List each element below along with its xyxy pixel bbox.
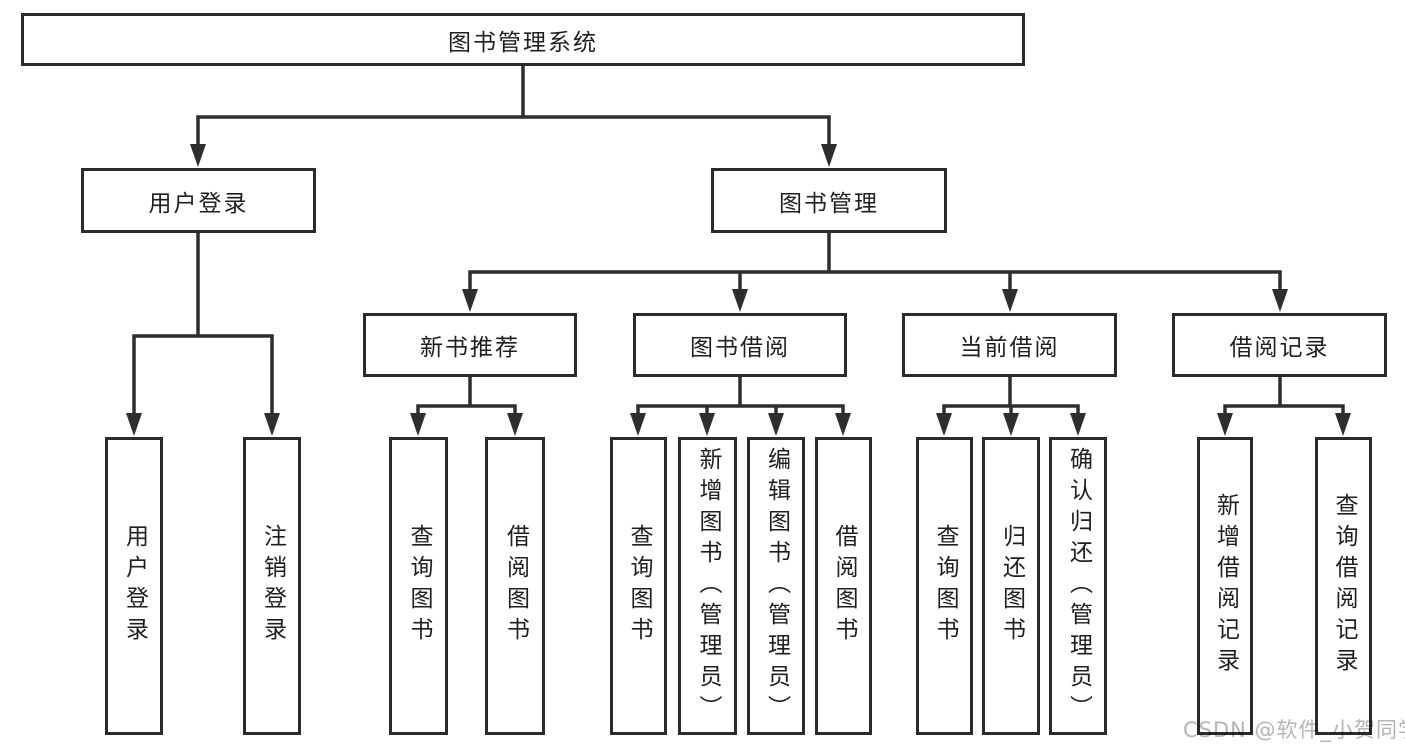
leaf-confirm-return-admin: 确认归还（管理员） [1049, 437, 1107, 735]
node-root: 图书管理系统 [21, 13, 1025, 66]
arrowhead [835, 413, 851, 436]
leaf-label: 借阅图书 [502, 524, 529, 648]
arrowhead [821, 144, 837, 167]
connector-records-children [1223, 375, 1345, 417]
arrowhead [699, 413, 715, 436]
arrowhead [190, 144, 206, 167]
arrowhead [1272, 289, 1288, 312]
connector-root-to-level2 [196, 64, 831, 148]
connector-borrow-children [636, 375, 845, 417]
connector-new-book-children [416, 375, 517, 417]
arrowhead [462, 289, 478, 312]
leaf-add-borrow-record: 新增借阅记录 [1197, 437, 1253, 735]
leaf-label: 归还图书 [998, 524, 1025, 648]
connector-user-login-children [132, 231, 274, 417]
leaf-label: 查询图书 [406, 524, 432, 648]
leaf-edit-books-admin: 编辑图书（管理员） [747, 437, 805, 735]
leaf-query-books-borrow: 查询图书 [610, 437, 667, 735]
arrowhead [1070, 413, 1086, 436]
arrowhead [264, 413, 280, 436]
leaf-logout: 注销登录 [243, 437, 301, 735]
leaf-query-borrow-record: 查询借阅记录 [1315, 437, 1372, 735]
leaf-label: 确认归还（管理员） [1065, 446, 1092, 726]
arrowhead [936, 413, 952, 436]
node-user-login: 用户登录 [81, 168, 316, 233]
leaf-query-books-current: 查询图书 [916, 437, 973, 735]
leaf-label: 用户登录 [121, 524, 148, 648]
leaf-label: 查询借阅记录 [1331, 493, 1357, 679]
leaf-add-books-admin: 新增图书（管理员） [678, 437, 737, 735]
node-root-label: 图书管理系统 [448, 29, 598, 56]
leaf-query-books-recommend: 查询图书 [389, 437, 448, 735]
node-book-management: 图书管理 [711, 168, 947, 233]
arrowhead [1217, 413, 1233, 436]
leaf-return-books: 归还图书 [982, 437, 1040, 735]
leaf-borrow-books: 借阅图书 [815, 437, 872, 735]
connector-current-children [942, 375, 1080, 417]
arrowhead [1335, 413, 1351, 436]
leaf-label: 新增图书（管理员） [695, 446, 721, 726]
leaf-label: 注销登录 [259, 524, 286, 648]
arrowhead [732, 289, 748, 312]
node-book-borrow: 图书借阅 [633, 313, 847, 377]
csdn-watermark: CSDN @软件_小贺同学 [1183, 718, 1405, 742]
leaf-label: 查询图书 [626, 524, 652, 648]
node-borrow-records-label: 借阅记录 [1229, 335, 1330, 361]
connector-book-mgmt-children [468, 231, 1282, 293]
arrowhead [768, 413, 784, 436]
node-book-borrow-label: 图书借阅 [690, 335, 790, 361]
node-current-borrow: 当前借阅 [902, 313, 1117, 377]
node-current-borrow-label: 当前借阅 [959, 335, 1060, 361]
node-book-management-label: 图书管理 [779, 190, 879, 217]
node-new-book-recommend-label: 新书推荐 [420, 335, 520, 361]
arrowhead [1002, 289, 1018, 312]
leaf-label: 新增借阅记录 [1212, 493, 1239, 679]
node-borrow-records: 借阅记录 [1172, 313, 1387, 377]
arrowhead [410, 413, 426, 436]
arrowhead [126, 413, 142, 436]
arrowhead [630, 413, 646, 436]
node-user-login-label: 用户登录 [148, 190, 249, 217]
leaf-label: 查询图书 [932, 524, 958, 648]
arrowhead [507, 413, 523, 436]
leaf-user-login: 用户登录 [105, 437, 163, 735]
leaf-label: 编辑图书（管理员） [763, 446, 790, 726]
leaf-label: 借阅图书 [831, 524, 857, 648]
node-new-book-recommend: 新书推荐 [363, 313, 577, 377]
leaf-borrow-books-recommend: 借阅图书 [485, 437, 545, 735]
arrowhead [1003, 413, 1019, 436]
